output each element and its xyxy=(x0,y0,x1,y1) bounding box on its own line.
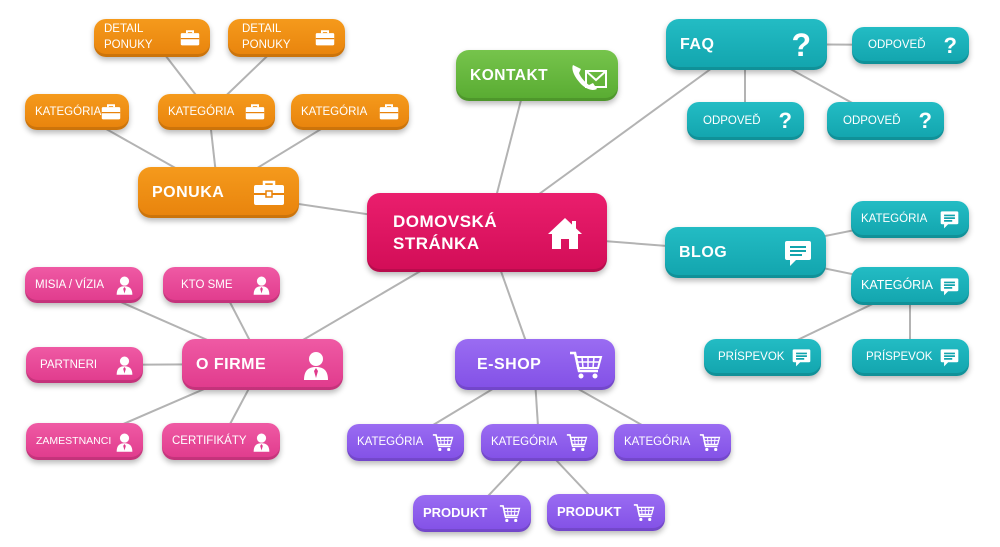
node-faq[interactable]: FAQ ? xyxy=(666,19,827,70)
node-produkt[interactable]: PRODUKT xyxy=(547,494,665,531)
node-ponuka-detail[interactable]: DETAIL PONUKY xyxy=(228,19,345,57)
cart-icon xyxy=(566,433,588,452)
node-ponuka-detail[interactable]: DETAIL PONUKY xyxy=(94,19,210,57)
node-ponuka[interactable]: PONUKA xyxy=(138,167,299,218)
node-label: FAQ xyxy=(680,35,715,53)
briefcase-icon xyxy=(180,30,200,46)
node-o-firme[interactable]: O FIRME xyxy=(182,339,343,390)
person-icon xyxy=(116,355,133,375)
node-label: DOMOVSKÁ STRÁNKA xyxy=(393,212,498,253)
node-prispevok[interactable]: PRÍSPEVOK xyxy=(852,339,969,376)
briefcase-icon xyxy=(253,180,285,206)
node-label: O FIRME xyxy=(196,355,267,373)
node-label: PRÍSPEVOK xyxy=(866,351,933,364)
node-blog-kategoria[interactable]: KATEGÓRIA xyxy=(851,201,969,238)
question-icon: ? xyxy=(778,108,792,133)
person-icon xyxy=(303,350,329,380)
comment-icon xyxy=(940,210,959,229)
node-blog-kategoria[interactable]: KATEGÓRIA xyxy=(851,267,969,305)
node-produkt[interactable]: PRODUKT xyxy=(413,495,531,532)
node-domovska-stranka[interactable]: DOMOVSKÁ STRÁNKA xyxy=(367,193,607,272)
cart-icon xyxy=(633,503,655,522)
node-kto-sme[interactable]: KTO SME xyxy=(163,267,280,303)
node-label: DETAIL PONUKY xyxy=(242,23,291,51)
node-label: ODPOVEĎ xyxy=(868,39,926,52)
cart-icon xyxy=(699,433,721,452)
briefcase-icon xyxy=(101,104,121,120)
node-label: KONTAKT xyxy=(470,66,549,84)
node-label: PRODUKT xyxy=(557,504,622,520)
node-zamestnanci[interactable]: ZAMESTNANCI xyxy=(26,423,143,460)
cart-icon xyxy=(499,504,521,523)
house-icon xyxy=(545,213,585,253)
cart-icon xyxy=(432,433,454,452)
node-label: KATEGÓRIA xyxy=(168,105,235,118)
node-label: BLOG xyxy=(679,243,728,261)
node-label: ODPOVEĎ xyxy=(843,114,901,127)
node-blog[interactable]: BLOG xyxy=(665,227,826,278)
node-label: PONUKA xyxy=(152,183,225,201)
node-label: KATEGÓRIA xyxy=(35,105,102,118)
node-ponuka-kategoria[interactable]: KATEGÓRIA xyxy=(291,94,409,130)
node-label: KATEGÓRIA xyxy=(861,278,934,293)
node-label: KATEGÓRIA xyxy=(624,436,691,449)
node-label: PRODUKT xyxy=(423,505,488,521)
person-icon xyxy=(116,275,133,295)
node-label: KATEGÓRIA xyxy=(301,105,368,118)
node-label: CERTIFIKÁTY xyxy=(172,435,247,448)
node-label: ODPOVEĎ xyxy=(703,114,761,127)
node-e-shop[interactable]: E-SHOP xyxy=(455,339,615,390)
node-partneri[interactable]: PARTNERI xyxy=(26,347,143,383)
node-label: KTO SME xyxy=(181,278,233,291)
comment-icon xyxy=(940,277,959,296)
node-faq-odpoved[interactable]: ODPOVEĎ ? xyxy=(852,27,969,64)
node-prispevok[interactable]: PRÍSPEVOK xyxy=(704,339,821,376)
node-eshop-kategoria[interactable]: KATEGÓRIA xyxy=(347,424,464,461)
node-eshop-kategoria[interactable]: KATEGÓRIA xyxy=(481,424,598,461)
node-label: ZAMESTNANCI xyxy=(36,434,112,447)
node-faq-odpoved[interactable]: ODPOVEĎ ? xyxy=(827,102,944,140)
node-label: KATEGÓRIA xyxy=(861,213,928,226)
node-label: KATEGÓRIA xyxy=(357,436,424,449)
node-label: PARTNERI xyxy=(40,358,98,371)
node-label: DETAIL PONUKY xyxy=(104,23,153,51)
node-certifikaty[interactable]: CERTIFIKÁTY xyxy=(162,423,280,460)
person-icon xyxy=(253,432,270,452)
question-icon: ? xyxy=(918,108,932,133)
node-misia-vizia[interactable]: MISIA / VÍZIA xyxy=(25,267,143,303)
node-label: PRÍSPEVOK xyxy=(718,351,785,364)
node-label: MISIA / VÍZIA xyxy=(35,278,105,291)
briefcase-icon xyxy=(379,104,399,120)
cart-icon xyxy=(569,350,603,380)
briefcase-icon xyxy=(245,104,265,120)
person-icon xyxy=(253,275,270,295)
comment-icon xyxy=(940,348,959,367)
node-ponuka-kategoria[interactable]: KATEGÓRIA xyxy=(25,94,129,130)
node-ponuka-kategoria[interactable]: KATEGÓRIA xyxy=(158,94,275,130)
envelope-phone-icon xyxy=(570,61,608,91)
node-faq-odpoved[interactable]: ODPOVEĎ ? xyxy=(687,102,804,140)
question-icon: ? xyxy=(791,26,811,63)
briefcase-icon xyxy=(315,30,335,46)
comment-icon xyxy=(784,239,812,267)
person-icon xyxy=(116,432,133,452)
node-kontakt[interactable]: KONTAKT xyxy=(456,50,618,101)
node-label: E-SHOP xyxy=(477,355,542,373)
node-eshop-kategoria[interactable]: KATEGÓRIA xyxy=(614,424,731,461)
node-label: KATEGÓRIA xyxy=(491,436,558,449)
question-icon: ? xyxy=(943,32,957,58)
comment-icon xyxy=(792,348,811,367)
